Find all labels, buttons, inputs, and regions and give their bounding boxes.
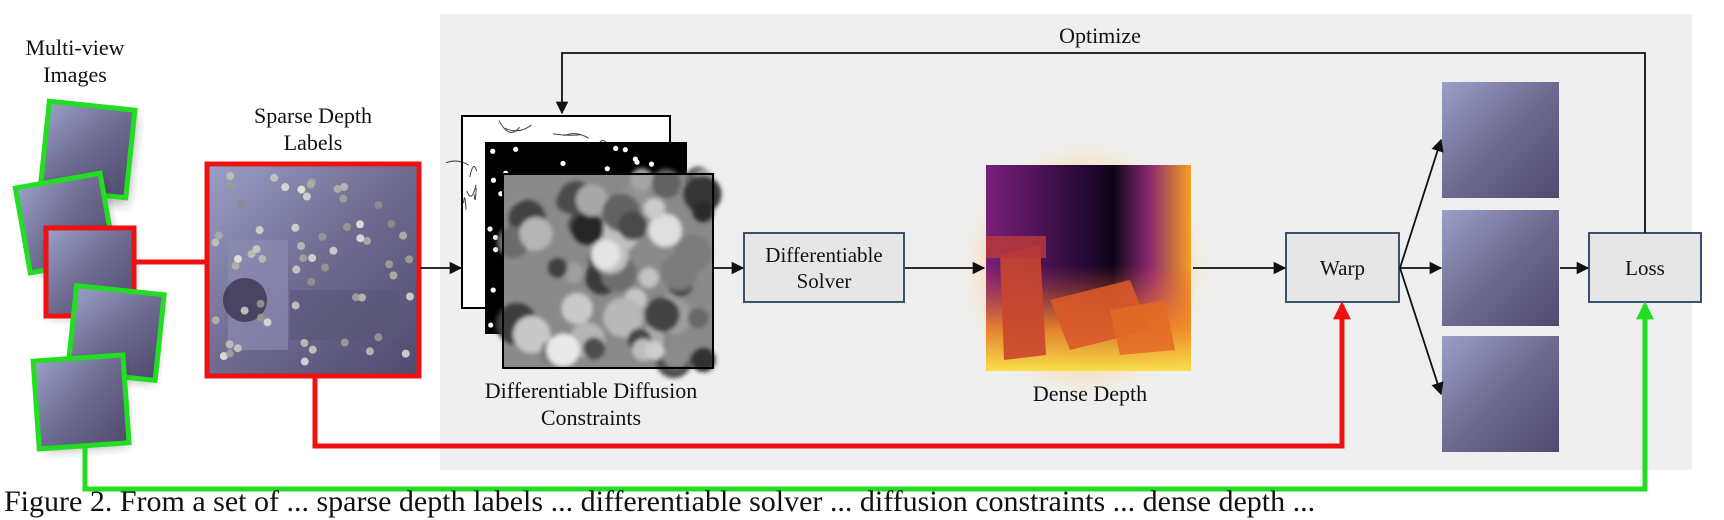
dense-depth-image xyxy=(960,140,1210,400)
differentiable-solver-label: Differentiable Solver xyxy=(765,242,883,293)
differentiable-solver-box xyxy=(743,232,905,303)
diffusion-constraints-stack xyxy=(445,115,722,379)
sparse-depth-labels-label: Sparse Depth Labels xyxy=(254,103,372,155)
pipeline-figure: Multi-view Images Sparse Depth Labels Di… xyxy=(4,14,1702,518)
optimize-label: Optimize xyxy=(1059,23,1141,48)
warped-image-1 xyxy=(1442,82,1559,198)
flow-arrows xyxy=(420,52,1646,396)
arrow-warp-to-image-1 xyxy=(1399,138,1444,269)
green-path-views-to-loss xyxy=(82,301,1654,492)
multiview-image-stack xyxy=(12,98,167,452)
warped-images xyxy=(1442,82,1559,452)
warp-box xyxy=(1285,232,1400,303)
multiview-images-label: Multi-view Images xyxy=(25,35,125,87)
diffusion-constraints-label: Differentiable Diffusion Constraints xyxy=(484,378,698,430)
dense-depth-label: Dense Depth xyxy=(1032,381,1148,406)
arrow-warp-to-image-3 xyxy=(1399,267,1444,396)
loss-box xyxy=(1588,232,1702,303)
pipeline-diagram xyxy=(12,14,1702,492)
warped-image-2 xyxy=(1442,210,1559,326)
optimize-feedback-arrow xyxy=(555,52,1646,233)
sparse-depth-dots xyxy=(211,172,415,366)
figure-caption: Figure 2. From a set of ... sparse depth… xyxy=(4,485,1316,518)
warp-label: Warp xyxy=(1320,255,1365,280)
loss-label: Loss xyxy=(1625,255,1665,280)
multiview-image-5 xyxy=(30,352,132,452)
constraint-layer-diffusion xyxy=(495,166,722,379)
warped-image-3 xyxy=(1442,336,1559,452)
red-path-labels-to-warp xyxy=(312,301,1351,449)
sparse-depth-image xyxy=(204,161,422,379)
